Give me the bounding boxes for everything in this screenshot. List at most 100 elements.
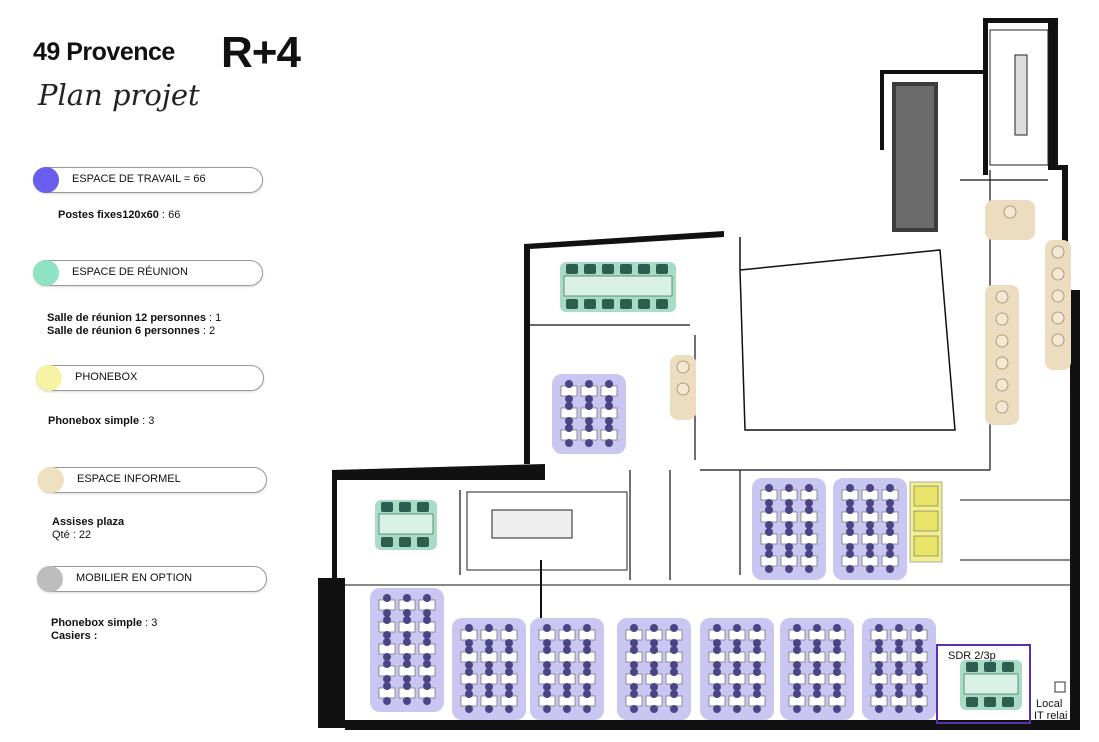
chair [785,550,793,558]
chair [765,506,773,514]
chair [886,543,894,551]
chair [866,521,874,529]
chair [423,616,431,624]
chair [713,690,721,698]
chair [423,660,431,668]
legend-label: ESPACE DE RÉUNION [72,266,188,278]
chair [915,639,923,647]
chair [543,668,551,676]
chair [465,690,473,698]
it-room-label: Local [1036,698,1062,710]
chair [403,682,411,690]
chair [915,683,923,691]
phonebox [913,535,939,557]
chair [793,624,801,632]
phonebox [913,485,939,507]
chair [485,668,493,676]
chair [505,690,513,698]
chair [785,528,793,536]
legend-detail: Phonebox simple : 3 Casiers : [51,617,158,642]
chair [753,683,761,691]
chair [650,661,658,669]
chair [403,653,411,661]
chair [485,624,493,632]
it-room-label: IT relai [1034,710,1067,722]
chair [620,299,632,309]
chair [1002,662,1014,672]
chair [423,682,431,690]
chair [543,646,551,654]
chair [465,646,473,654]
informal-zone [985,285,1019,425]
chair [895,690,903,698]
chair [630,624,638,632]
informal-zones [670,200,1071,425]
chair [670,639,678,647]
chair [585,402,593,410]
chair [966,697,978,707]
floor-label: R+4 [221,28,301,77]
chair [866,484,874,492]
chair [805,506,813,514]
legend-workspace: ESPACE DE TRAVAIL = 66 [33,167,263,193]
meeting-table [563,275,673,297]
legend-phonebox: PHONEBOX [36,365,264,391]
chair [765,528,773,536]
chair [485,705,493,713]
chair [543,690,551,698]
chair [733,624,741,632]
chair [605,395,613,403]
chair [813,661,821,669]
terrace-planters [892,82,938,232]
chair [846,543,854,551]
chair [566,264,578,274]
chair [465,624,473,632]
chair [833,683,841,691]
seat [1003,205,1017,219]
chair [805,484,813,492]
chair [833,661,841,669]
chair [423,697,431,705]
legend-detail: Postes fixes120x60 : 66 [58,209,181,221]
chair [563,646,571,654]
chair [383,682,391,690]
meeting-table [378,513,434,535]
chair [753,646,761,654]
chair [875,690,883,698]
chair [423,653,431,661]
chair [895,705,903,713]
chair [915,624,923,632]
chair [383,675,391,683]
chair [585,395,593,403]
chair [813,646,821,654]
workspace-swatch [33,167,59,193]
chair [563,690,571,698]
chair [713,661,721,669]
chair [866,550,874,558]
seat [995,356,1009,370]
seat [1051,267,1065,281]
chair [753,705,761,713]
chair [505,661,513,669]
chair [585,380,593,388]
chair [713,639,721,647]
phonebox-swatch [36,365,62,391]
chair [915,668,923,676]
chair [765,565,773,573]
chair [583,705,591,713]
chair [605,439,613,447]
informal-zone [985,200,1035,240]
chair [765,499,773,507]
legend-label: MOBILIER EN OPTION [76,572,193,584]
chair [805,528,813,536]
chair [383,609,391,617]
chair [670,690,678,698]
chair [565,402,573,410]
chair [713,646,721,654]
chair [875,646,883,654]
chair [813,683,821,691]
chair [403,638,411,646]
chair [895,639,903,647]
chair [813,668,821,676]
stair-core [466,29,1049,571]
